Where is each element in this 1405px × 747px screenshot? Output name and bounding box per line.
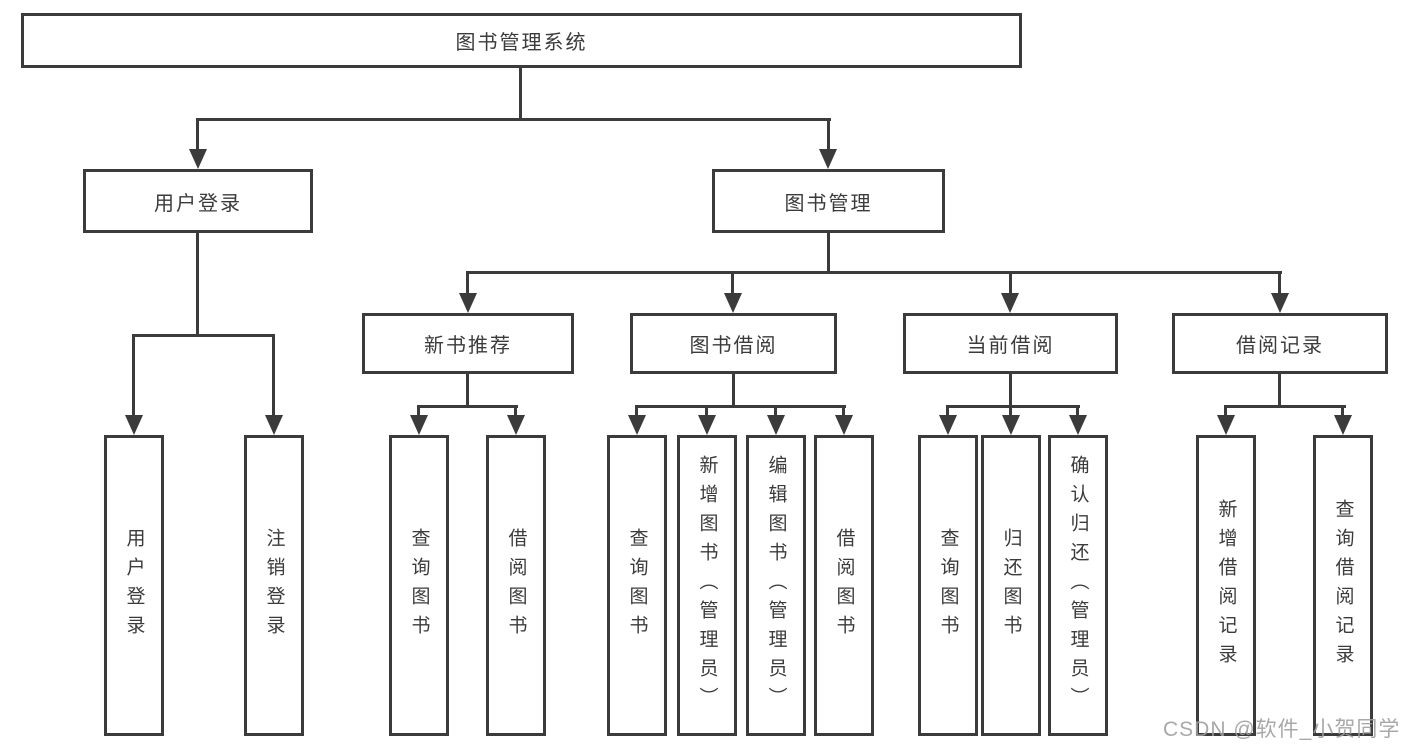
leaf-edit-book-admin: 编辑图书（管理员） xyxy=(746,435,806,736)
node-book-borrow: 图书借阅 xyxy=(630,313,837,374)
connector-recommend-down xyxy=(466,373,469,407)
leaf-label: 查询借阅记录 xyxy=(1332,498,1354,673)
leaf-label: 查询图书 xyxy=(937,527,959,644)
node-label: 图书借阅 xyxy=(689,335,778,357)
node-label: 用户登录 xyxy=(154,192,242,215)
node-current-borrow: 当前借阅 xyxy=(903,313,1118,374)
leaf-logout: 注销登录 xyxy=(244,435,304,736)
arrow-down-icon xyxy=(939,415,957,435)
node-library-management-system: 图书管理系统 xyxy=(21,13,1022,68)
arrow-down-icon xyxy=(767,415,785,435)
leaf-label: 注销登录 xyxy=(263,527,285,644)
connector-leaf-stem xyxy=(946,405,949,417)
connector-leaf-stem xyxy=(1076,405,1079,417)
leaf-borrow-books-recommend: 借阅图书 xyxy=(486,435,546,736)
connector-recommend-rail xyxy=(417,405,518,408)
connector-login-child2 xyxy=(272,334,275,416)
connector-book-mgmt-stem xyxy=(827,118,830,151)
leaf-label: 借阅图书 xyxy=(505,527,527,644)
arrow-down-icon xyxy=(698,415,716,435)
connector-leaf-stem xyxy=(842,405,845,417)
connector-record-rail xyxy=(1224,405,1346,408)
leaf-query-borrow-record: 查询借阅记录 xyxy=(1313,435,1373,736)
arrow-down-icon xyxy=(507,415,525,435)
arrow-down-icon xyxy=(1271,293,1289,313)
node-book-management: 图书管理 xyxy=(712,169,945,233)
node-label: 图书管理系统 xyxy=(455,32,588,54)
leaf-label: 用户登录 xyxy=(123,527,145,644)
leaf-label: 归还图书 xyxy=(1000,527,1022,644)
connector-record-down xyxy=(1278,373,1281,407)
node-label: 新书推荐 xyxy=(424,335,512,357)
leaf-label: 新增借阅记录 xyxy=(1215,498,1237,673)
connector-mgmt-rail xyxy=(466,271,1282,274)
node-new-book-recommend: 新书推荐 xyxy=(362,313,574,374)
node-label: 借阅记录 xyxy=(1236,335,1324,357)
arrow-down-icon xyxy=(1217,415,1235,435)
leaf-add-book-admin: 新增图书（管理员） xyxy=(677,435,737,736)
leaf-label: 编辑图书（管理员） xyxy=(765,455,787,716)
connector-leaf-stem xyxy=(1009,405,1012,417)
leaf-label: 新增图书（管理员） xyxy=(696,455,718,716)
connector-recommend-stem xyxy=(466,271,469,295)
arrow-down-icon xyxy=(265,415,283,435)
connector-borrow-rail xyxy=(635,405,846,408)
leaf-add-borrow-record: 新增借阅记录 xyxy=(1196,435,1256,736)
connector-leaf-stem xyxy=(705,405,708,417)
leaf-label: 查询图书 xyxy=(408,527,430,644)
arrow-down-icon xyxy=(189,149,207,169)
connector-root-rail xyxy=(197,118,831,121)
connector-root-stem xyxy=(519,67,522,120)
connector-leaf-stem xyxy=(774,405,777,417)
node-label: 当前借阅 xyxy=(966,335,1055,357)
arrow-down-icon xyxy=(1002,415,1020,435)
leaf-return-books: 归还图书 xyxy=(981,435,1041,736)
arrow-down-icon xyxy=(724,293,742,313)
arrow-down-icon xyxy=(835,415,853,435)
csdn-watermark: CSDN @软件_小贺同学 xyxy=(1163,718,1401,741)
leaf-query-books-recommend: 查询图书 xyxy=(389,435,449,736)
connector-login-stem xyxy=(196,232,199,336)
connector-borrow-stem xyxy=(731,271,734,295)
arrow-down-icon xyxy=(819,149,837,169)
leaf-confirm-return-admin: 确认归还（管理员） xyxy=(1048,435,1108,736)
connector-leaf-stem xyxy=(1341,405,1344,417)
leaf-query-books-current: 查询图书 xyxy=(918,435,978,736)
connector-leaf-stem xyxy=(635,405,638,417)
node-user-login: 用户登录 xyxy=(83,169,313,233)
connector-record-stem xyxy=(1278,271,1281,295)
arrow-down-icon xyxy=(459,293,477,313)
arrow-down-icon xyxy=(1001,293,1019,313)
connector-borrow-down xyxy=(732,373,735,407)
arrow-down-icon xyxy=(125,415,143,435)
node-label: 图书管理 xyxy=(784,192,873,215)
connector-login-child1 xyxy=(132,334,135,416)
connector-user-login-stem xyxy=(196,118,199,151)
connector-current-down xyxy=(1009,373,1012,407)
node-borrow-records: 借阅记录 xyxy=(1172,313,1388,374)
leaf-label: 确认归还（管理员） xyxy=(1067,455,1089,716)
connector-login-rail xyxy=(132,334,275,337)
connector-current-stem xyxy=(1009,271,1012,295)
leaf-query-books-borrow: 查询图书 xyxy=(607,435,667,736)
arrow-down-icon xyxy=(1069,415,1087,435)
arrow-down-icon xyxy=(1334,415,1352,435)
connector-mgmt-stem xyxy=(827,232,830,274)
arrow-down-icon xyxy=(410,415,428,435)
connector-leaf-stem xyxy=(417,405,420,417)
leaf-borrow-books: 借阅图书 xyxy=(814,435,874,736)
connector-leaf-stem xyxy=(514,405,517,417)
leaf-user-login: 用户登录 xyxy=(104,435,164,736)
connector-current-rail xyxy=(946,405,1080,408)
arrow-down-icon xyxy=(628,415,646,435)
leaf-label: 查询图书 xyxy=(626,527,648,644)
leaf-label: 借阅图书 xyxy=(833,527,855,644)
connector-leaf-stem xyxy=(1224,405,1227,417)
